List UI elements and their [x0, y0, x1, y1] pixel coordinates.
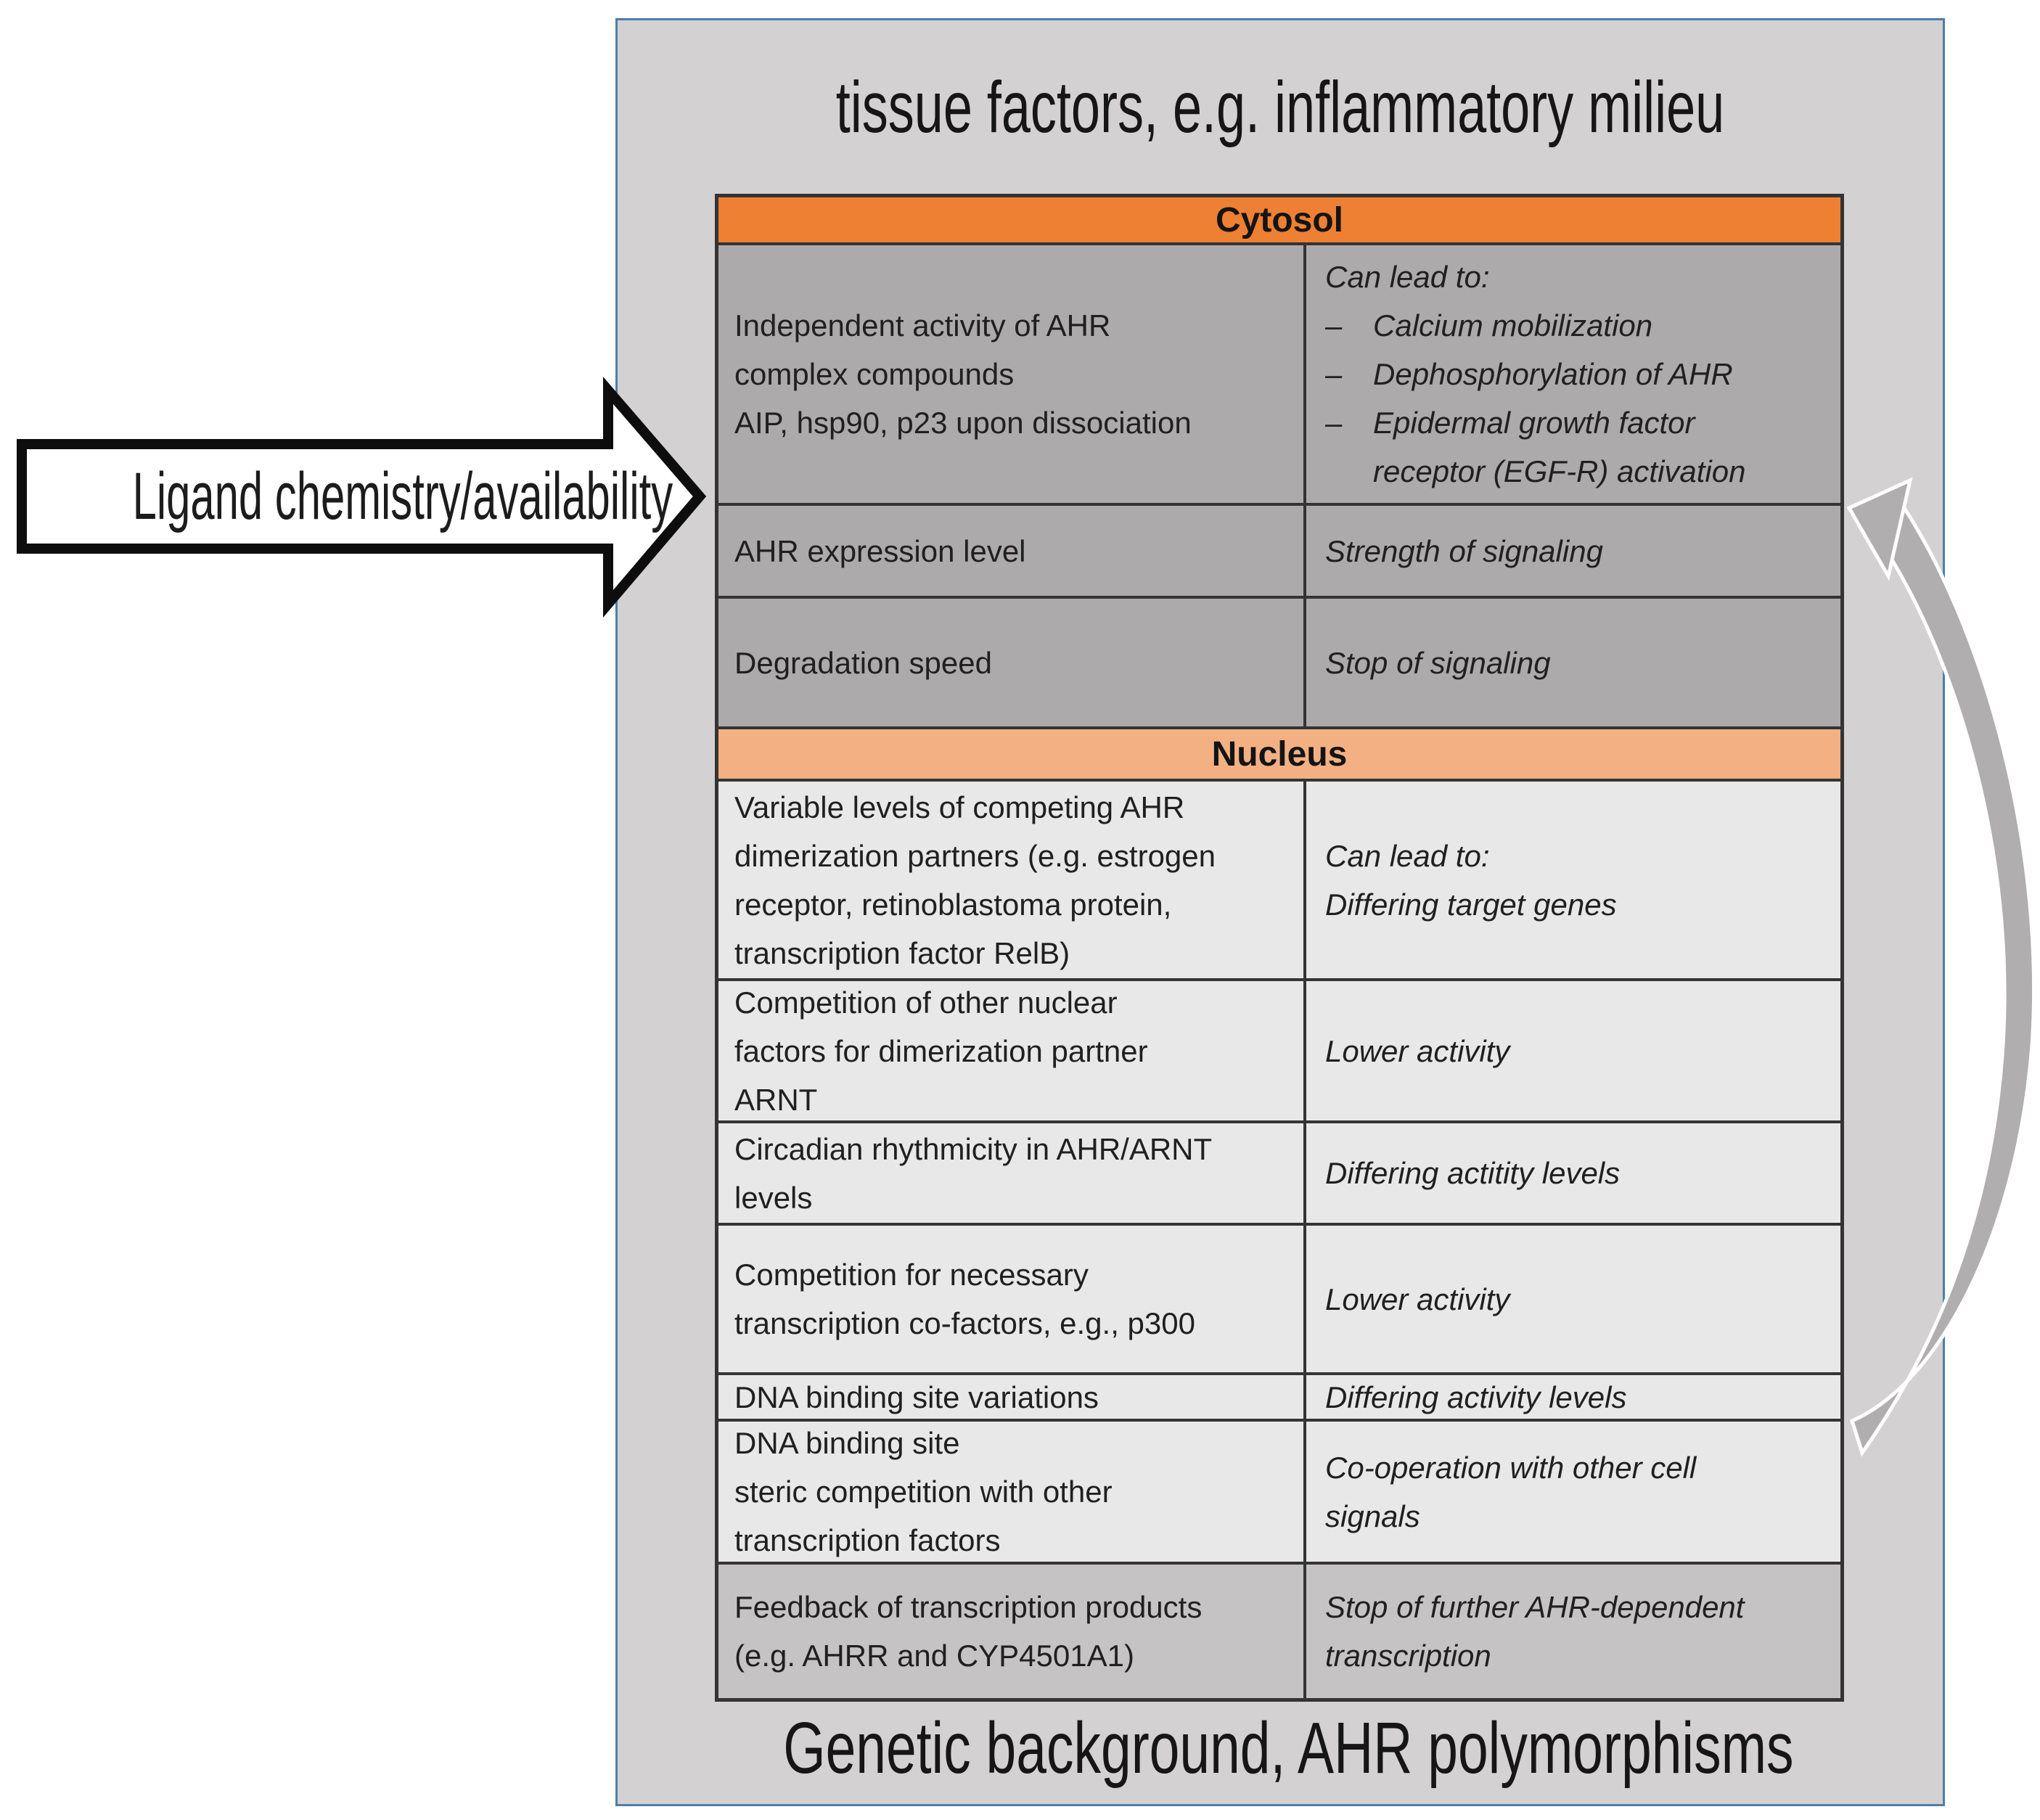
cell-text: Stop of further AHR-dependent transcript…: [1325, 1590, 1745, 1673]
table-cell-factor: Independent activity of AHR complex comp…: [718, 245, 1306, 503]
table-cell-effect: Stop of signaling: [1306, 599, 1840, 726]
cell-text: Differing actitity levels: [1325, 1156, 1621, 1190]
table-row: Variable levels of competing AHR dimeriz…: [718, 782, 1840, 981]
cell-text: Degradation speed: [734, 645, 992, 680]
table-cell-factor: Degradation speed: [718, 599, 1306, 726]
table-cell-factor: Variable levels of competing AHR dimeriz…: [718, 782, 1306, 978]
cell-text: Feedback of transcription products (e.g.…: [734, 1590, 1203, 1673]
table-cell-effect: Strength of signaling: [1306, 506, 1840, 596]
cell-text: Competition of other nuclear factors for…: [734, 985, 1148, 1117]
section-header-label: Cytosol: [1215, 200, 1343, 239]
table-cell-effect: Stop of further AHR-dependent transcript…: [1306, 1565, 1840, 1698]
list-item: – Dephosphorylation of AHR: [1325, 350, 1833, 398]
table-row: Degradation speed Stop of signaling: [718, 599, 1840, 729]
cell-text: Differing activity levels: [1325, 1380, 1627, 1414]
table-cell-effect: Lower activity: [1306, 981, 1840, 1120]
table-row: Independent activity of AHR complex comp…: [718, 245, 1840, 506]
table-row: Circadian rhythmicity in AHR/ARNT levels…: [718, 1123, 1840, 1226]
table-row-feedback: Feedback of transcription products (e.g.…: [718, 1565, 1840, 1698]
ahr-factors-table: Cytosol Independent activity of AHR comp…: [715, 194, 1844, 1702]
table-cell-factor: DNA binding site variations: [718, 1375, 1306, 1419]
list-item-text: Calcium mobilization: [1373, 308, 1653, 343]
cell-text: DNA binding site steric competition with…: [734, 1426, 1113, 1557]
dash-bullet-icon: –: [1325, 406, 1343, 440]
table-row: Competition for necessary transcription …: [718, 1226, 1840, 1375]
table-cell-factor: Competition for necessary transcription …: [718, 1226, 1306, 1372]
table-cell-effect: Can lead to: Differing target genes: [1306, 782, 1840, 978]
ligand-arrow-label: Ligand chemistry/availability: [132, 459, 673, 533]
list-item: – Epidermal growth factor receptor (EGF-…: [1325, 398, 1833, 496]
cell-text: Co-operation with other cell signals: [1325, 1450, 1697, 1533]
tissue-factors-panel: tissue factors, e.g. inflammatory milieu…: [615, 18, 1945, 1806]
table-row: DNA binding site steric competition with…: [718, 1422, 1840, 1565]
panel-caption: Genetic background, AHR polymorphisms: [783, 1708, 1794, 1789]
list-item-text: Dephosphorylation of AHR: [1373, 357, 1733, 391]
cell-text: Lower activity: [1325, 1282, 1510, 1316]
table-cell-factor: Feedback of transcription products (e.g.…: [718, 1565, 1306, 1698]
dash-bullet-icon: –: [1325, 357, 1343, 391]
cell-text: Lower activity: [1325, 1033, 1510, 1068]
table-cell-factor: DNA binding site steric competition with…: [718, 1422, 1306, 1562]
table-cell-effect: Lower activity: [1306, 1226, 1840, 1372]
cell-text: Circadian rhythmicity in AHR/ARNT levels: [734, 1131, 1213, 1215]
table-cell-effect: Co-operation with other cell signals: [1306, 1422, 1840, 1562]
cell-text: Can lead to: Differing target genes: [1325, 838, 1617, 922]
table-row: AHR expression level Strength of signali…: [718, 506, 1840, 599]
section-header-nucleus: Nucleus: [718, 729, 1840, 782]
table-cell-factor: Circadian rhythmicity in AHR/ARNT levels: [718, 1123, 1306, 1223]
cell-text: Independent activity of AHR complex comp…: [734, 308, 1192, 440]
table-cell-factor: AHR expression level: [718, 506, 1306, 596]
cell-text: Competition for necessary transcription …: [734, 1258, 1195, 1340]
table-cell-factor: Competition of other nuclear factors for…: [718, 981, 1306, 1120]
list-item: – Calcium mobilization: [1325, 301, 1833, 350]
section-header-cytosol: Cytosol: [718, 197, 1840, 245]
cell-text: AHR expression level: [734, 533, 1026, 568]
table-cell-effect: Can lead to: – Calcium mobilization – De…: [1306, 245, 1840, 503]
cell-text: Stop of signaling: [1325, 645, 1551, 680]
cell-text: DNA binding site variations: [734, 1380, 1099, 1414]
dash-bullet-icon: –: [1325, 308, 1343, 343]
cell-text: Strength of signaling: [1325, 533, 1603, 568]
table-cell-effect: Differing actitity levels: [1306, 1123, 1840, 1223]
table-row: Competition of other nuclear factors for…: [718, 981, 1840, 1123]
cell-text: Variable levels of competing AHR dimeriz…: [734, 790, 1216, 970]
cell-lead-text: Can lead to:: [1325, 260, 1490, 294]
table-row: DNA binding site variations Differing ac…: [718, 1375, 1840, 1422]
section-header-label: Nucleus: [1211, 734, 1348, 774]
panel-title: tissue factors, e.g. inflammatory milieu: [835, 67, 1725, 148]
list-item-text: Epidermal growth factor receptor (EGF-R)…: [1373, 406, 1746, 488]
table-cell-effect: Differing activity levels: [1306, 1375, 1840, 1419]
